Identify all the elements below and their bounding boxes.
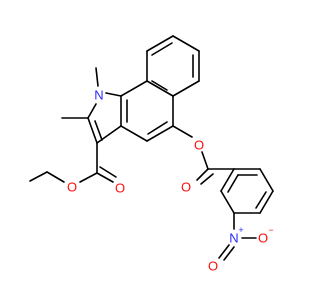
- bond: [220, 168, 235, 192]
- bond: [120, 80, 148, 97]
- bond: [120, 125, 148, 142]
- ester-ether-oxygen-label: O: [67, 180, 77, 195]
- bond: [172, 80, 200, 97]
- bond: [200, 173, 214, 185]
- bond: [105, 92, 122, 97]
- bond: [99, 166, 117, 178]
- bond: [218, 244, 230, 259]
- nitro-oxygen-charge: −: [268, 225, 273, 235]
- bond: [96, 125, 122, 144]
- bond: [29, 171, 48, 182]
- nitro-oxygen-right-label: O: [258, 231, 268, 246]
- bond: [146, 35, 174, 52]
- bond: [94, 120, 103, 141]
- bond: [46, 171, 65, 183]
- bond: [196, 168, 209, 181]
- bond: [146, 80, 174, 97]
- benzoate-carbonyl-oxygen-label: O: [181, 180, 191, 195]
- bond: [87, 103, 97, 119]
- ester-carbonyl-oxygen-label: O: [115, 181, 125, 196]
- aryl-ester-oxygen-label: O: [194, 138, 204, 153]
- bond: [227, 174, 239, 193]
- bond: [220, 190, 235, 214]
- bond: [255, 191, 267, 209]
- bond: [95, 67, 99, 87]
- molecule-structure-drawing: N O O O O N + O O −: [29, 35, 274, 274]
- bond: [259, 190, 274, 214]
- bond: [172, 35, 200, 52]
- nitro-nitrogen-charge: +: [238, 225, 243, 235]
- bond: [146, 125, 174, 142]
- bond: [259, 168, 274, 192]
- bond: [96, 172, 114, 183]
- bond: [87, 117, 98, 144]
- bond: [201, 151, 209, 170]
- bond: [147, 121, 168, 135]
- bond: [223, 246, 235, 261]
- bond: [172, 125, 193, 138]
- bond: [151, 42, 173, 56]
- atom-label-layer: N O O O O N + O O −: [67, 88, 274, 274]
- nitro-nitrogen-label: N: [229, 231, 238, 246]
- ring-nitrogen-label: N: [94, 88, 103, 103]
- bond-layer: [29, 35, 274, 261]
- molecule-canvas: N O O O O N + O O −: [29, 35, 274, 274]
- bond: [79, 172, 98, 183]
- nitro-oxygen-lower-label: O: [208, 259, 218, 274]
- bond: [151, 80, 168, 91]
